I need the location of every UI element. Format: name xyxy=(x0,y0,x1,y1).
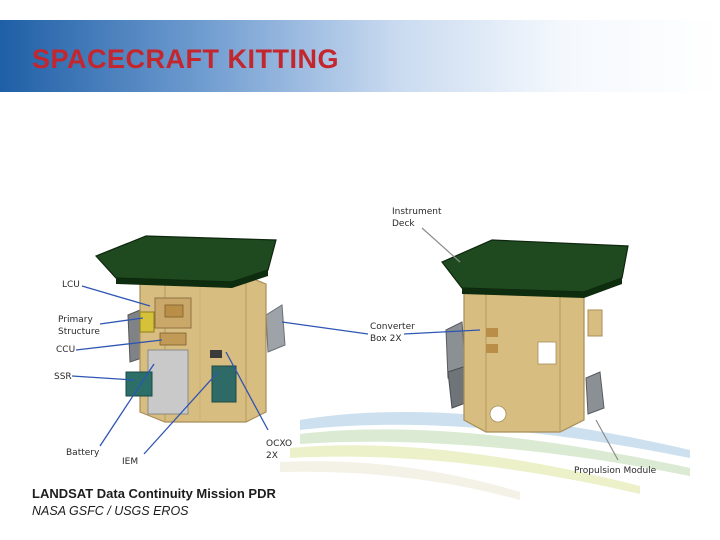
leader-primary-structure xyxy=(99,317,144,325)
iem-unit xyxy=(211,365,237,403)
leader-converter-left xyxy=(281,321,369,335)
label-battery: Battery xyxy=(66,448,100,458)
leader-ccu xyxy=(75,339,163,351)
label-ocxo: OCXO 2X xyxy=(266,439,293,461)
propulsion-structure-body xyxy=(463,281,585,433)
leader-lines xyxy=(71,285,481,455)
label-iem: IEM xyxy=(122,457,139,467)
footer-subtitle: NASA GSFC / USGS EROS xyxy=(32,504,189,518)
label-converter-box: Converter Box 2X xyxy=(370,322,415,344)
footer-title: LANDSAT Data Continuity Mission PDR xyxy=(32,486,276,501)
leader-lcu xyxy=(81,285,151,307)
side-box-right xyxy=(265,304,286,353)
instrument-deck-left xyxy=(94,235,277,283)
label-primary-structure: Primary Structure xyxy=(58,315,100,337)
page-title: SPACECRAFT KITTING xyxy=(32,44,339,74)
propulsion-port xyxy=(489,405,507,423)
leader-battery xyxy=(99,363,155,447)
spacecraft-left xyxy=(94,235,286,423)
side-box-right-2 xyxy=(585,371,605,415)
title-band xyxy=(0,20,720,92)
swoosh-graphic xyxy=(280,411,690,500)
leader-iem xyxy=(143,371,219,455)
label-instrument-deck: Instrument Deck xyxy=(392,207,442,229)
ssr-bay xyxy=(147,349,189,415)
leader-instrument-deck xyxy=(421,227,461,263)
label-propulsion-module: Propulsion Module xyxy=(574,466,657,476)
leader-converter-right xyxy=(403,329,481,335)
leader-ssr xyxy=(71,375,135,381)
leader-propulsion xyxy=(595,419,619,461)
label-ccu: CCU xyxy=(56,345,76,355)
spacecraft-right xyxy=(441,239,629,433)
battery-unit xyxy=(125,371,153,397)
label-ssr: SSR xyxy=(54,372,72,382)
instrument-deck-right xyxy=(441,239,629,293)
converter-unit xyxy=(139,311,155,333)
leader-ocxo xyxy=(225,351,269,431)
ccu-unit xyxy=(159,332,187,346)
label-lcu: LCU xyxy=(62,280,80,290)
